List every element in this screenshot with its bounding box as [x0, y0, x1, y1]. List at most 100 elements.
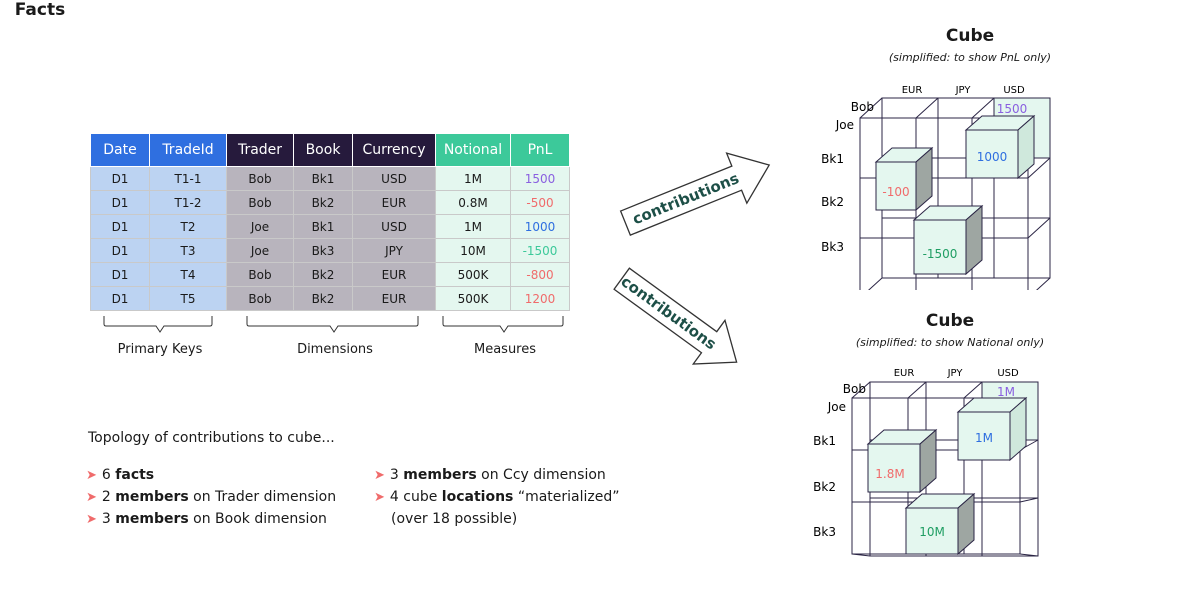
cube-pnl-book-bk3: Bk3 [821, 240, 844, 254]
svg-text:1M: 1M [975, 431, 993, 445]
header-currency: Currency [352, 133, 436, 167]
cube-notional-ccy-jpy: JPY [947, 368, 964, 379]
topology-item-continuation: (over 18 possible) [391, 511, 518, 527]
cube-notional-cell-eur-bk2: 1.8M [866, 428, 938, 494]
cell-pnl: 1000 [510, 214, 570, 239]
cell-trader: Joe [226, 214, 294, 239]
svg-text:-100: -100 [882, 185, 909, 199]
cell-notional: 1M [435, 214, 511, 239]
cube-notional-book-bk2: Bk2 [813, 480, 836, 494]
cube-pnl-ccy-jpy: JPY [955, 85, 972, 96]
topology-item: ➤3 members on Ccy dimension [374, 467, 606, 483]
cube-notional-cell-joe-usd: 1M [956, 396, 1028, 462]
svg-text:1M: 1M [997, 385, 1015, 399]
cell-currency: EUR [352, 286, 436, 311]
cell-trader: Bob [226, 262, 294, 287]
cube-pnl-trader-bob: Bob [851, 100, 874, 114]
group-label-dimensions: Dimensions [297, 342, 373, 357]
svg-text:1500: 1500 [997, 102, 1028, 116]
cell-book: Bk2 [293, 262, 353, 287]
table-row: D1 T2 Joe Bk1 USD 1M 1000 [90, 214, 570, 239]
cell-trade-id: T5 [149, 286, 227, 311]
contributions-arrow-top: contributions [619, 152, 771, 236]
chevron-right-icon: ➤ [86, 512, 97, 527]
cube-notional-title: Cube [925, 311, 975, 331]
cell-notional: 500K [435, 286, 511, 311]
facts-header-row: Date TradeId Trader Book Currency Notion… [90, 133, 570, 167]
cube-notional-ccy-eur: EUR [894, 368, 915, 379]
header-book: Book [293, 133, 353, 167]
table-row: D1 T3 Joe Bk3 JPY 10M -1500 [90, 238, 570, 263]
cube-pnl-cell-jpy-bk3: -1500 [912, 204, 984, 276]
cell-trade-id: T1-1 [149, 166, 227, 191]
cube-notional-book-bk1: Bk1 [813, 434, 836, 448]
cell-date: D1 [90, 286, 150, 311]
cube-notional-cell-jpy-bk3: 10M [904, 492, 976, 556]
facts-table: Date TradeId Trader Book Currency Notion… [90, 133, 570, 311]
svg-text:10M: 10M [919, 525, 945, 539]
cube-notional-trader-bob: Bob [843, 382, 866, 396]
cube-notional-subtitle: (simplified: to show National only) [855, 336, 1045, 349]
cell-trader: Bob [226, 286, 294, 311]
cell-notional: 10M [435, 238, 511, 263]
cell-trade-id: T1-2 [149, 190, 227, 215]
cell-date: D1 [90, 262, 150, 287]
cell-trader: Bob [226, 190, 294, 215]
header-trader: Trader [226, 133, 294, 167]
contributions-arrow-bottom: contributions [613, 267, 738, 365]
table-row: D1 T1-2 Bob Bk2 EUR 0.8M -500 [90, 190, 570, 215]
cell-book: Bk1 [293, 166, 353, 191]
cube-notional-trader-joe: Joe [827, 400, 846, 414]
group-label-primary-keys: Primary Keys [117, 342, 203, 357]
cube-pnl-subtitle: (simplified: to show PnL only) [888, 51, 1052, 64]
cube-notional-diagram: 1M 1M 1.8M 10M EUR JPY USD Bob Joe Bk1 B… [813, 368, 1039, 557]
group-label-measures: Measures [473, 342, 537, 357]
cell-book: Bk2 [293, 286, 353, 311]
chevron-right-icon: ➤ [374, 490, 385, 505]
topology-item: ➤2 members on Trader dimension [86, 489, 337, 505]
chevron-right-icon: ➤ [86, 490, 97, 505]
cube-pnl-cell-eur-bk2: -100 [874, 146, 934, 212]
cube-pnl-book-bk2: Bk2 [821, 195, 844, 209]
facts-title: Facts [14, 0, 66, 20]
cube-pnl-book-bk1: Bk1 [821, 152, 844, 166]
cell-trade-id: T2 [149, 214, 227, 239]
topology-item: ➤3 members on Book dimension [86, 511, 327, 527]
cell-date: D1 [90, 238, 150, 263]
header-pnl: PnL [510, 133, 570, 167]
cell-trade-id: T4 [149, 262, 227, 287]
cell-book: Bk3 [293, 238, 353, 263]
table-row: D1 T5 Bob Bk2 EUR 500K 1200 [90, 286, 570, 311]
svg-text:1000: 1000 [977, 150, 1008, 164]
cell-book: Bk1 [293, 214, 353, 239]
cube-pnl-title: Cube [945, 26, 995, 46]
cube-pnl-diagram: 1500 1000 -100 -1500 EUR JPY USD Bob Joe… [821, 85, 1051, 290]
svg-text:1.8M: 1.8M [875, 467, 904, 481]
cube-pnl-ccy-usd: USD [1003, 85, 1025, 96]
cell-currency: USD [352, 214, 436, 239]
contributions-label-top: contributions [630, 169, 742, 228]
cube-pnl-ccy-eur: EUR [902, 85, 923, 96]
chevron-right-icon: ➤ [86, 468, 97, 483]
cell-trader: Joe [226, 238, 294, 263]
svg-text:-1500: -1500 [923, 247, 958, 261]
cube-notional-book-bk3: Bk3 [813, 525, 836, 539]
contributions-label-bottom: contributions [618, 272, 720, 353]
topology-item: ➤6 facts [86, 467, 155, 483]
topology-intro: Topology of contributions to cube... [88, 430, 335, 446]
cell-currency: EUR [352, 190, 436, 215]
cell-date: D1 [90, 214, 150, 239]
cell-notional: 0.8M [435, 190, 511, 215]
header-trade-id: TradeId [149, 133, 227, 167]
topology-item: ➤4 cube locations “materialized” [374, 489, 620, 505]
cube-pnl-cell-joe-usd: 1000 [964, 114, 1036, 180]
cell-pnl: -800 [510, 262, 570, 287]
cell-trader: Bob [226, 166, 294, 191]
cell-pnl: 1200 [510, 286, 570, 311]
cube-pnl-trader-joe: Joe [835, 118, 854, 132]
cell-trade-id: T3 [149, 238, 227, 263]
chevron-right-icon: ➤ [374, 468, 385, 483]
cell-currency: JPY [352, 238, 436, 263]
cube-notional-ccy-usd: USD [997, 368, 1019, 379]
